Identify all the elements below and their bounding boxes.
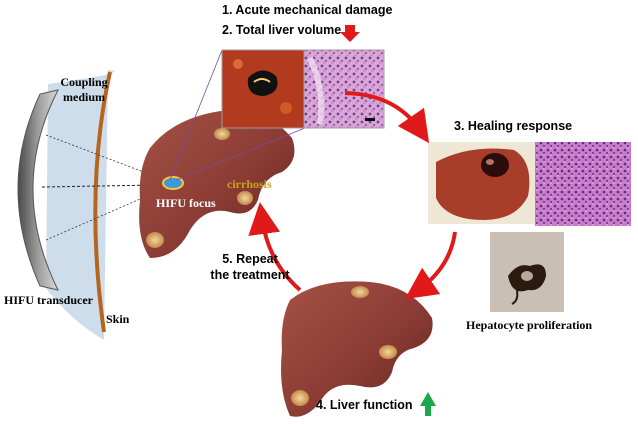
hepatocyte-label: Hepatocyte proliferation bbox=[466, 318, 593, 332]
skin-line bbox=[93, 71, 112, 333]
hifu-focus-label: HIFU focus bbox=[156, 196, 216, 210]
photo-hepatocyte bbox=[490, 232, 564, 312]
skin-label: Skin bbox=[106, 312, 130, 326]
hifu-transducer-label: HIFU transducer bbox=[4, 293, 93, 307]
arrow-to-healing bbox=[344, 91, 430, 144]
arrow-to-function bbox=[404, 231, 457, 300]
photo-healing-histology bbox=[535, 142, 631, 226]
step2-label: 2. Total liver volume bbox=[222, 23, 342, 37]
photo-histology-damage bbox=[303, 49, 385, 129]
red-down-arrow-icon bbox=[340, 25, 360, 42]
liver-recovered bbox=[281, 281, 433, 417]
coupling-label-line1: Coupling bbox=[60, 75, 108, 89]
step4-label: 4. Liver function bbox=[316, 398, 413, 412]
arrow-repeat bbox=[248, 202, 302, 292]
green-up-arrow-icon bbox=[420, 392, 436, 416]
step3-label: 3. Healing response bbox=[454, 119, 573, 133]
photo-acute-damage bbox=[221, 49, 305, 129]
coupling-label-line2: medium bbox=[63, 90, 105, 104]
step1-label: 1. Acute mechanical damage bbox=[222, 3, 393, 17]
photo-healing-gross bbox=[428, 142, 536, 224]
cirrhosis-label: cirrhosis bbox=[227, 177, 272, 191]
liver-treated bbox=[139, 109, 295, 258]
hifu-transducer-shape bbox=[17, 89, 59, 291]
step5-label-line1: 5. Repeat bbox=[222, 252, 278, 266]
step5-label-line2: the treatment bbox=[210, 268, 290, 282]
